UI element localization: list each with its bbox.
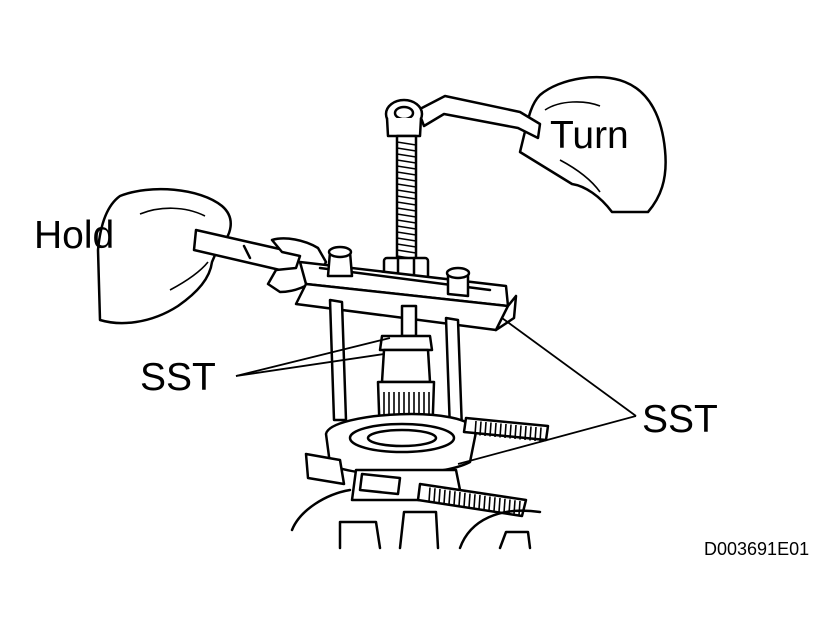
center-screw-drawing <box>382 134 430 286</box>
figure-code: D003691E01 <box>704 539 810 559</box>
right-hand-drawing <box>518 75 667 214</box>
left-hand-drawing <box>96 187 232 325</box>
bearing-plate-drawing <box>304 412 550 518</box>
housing-drawing <box>290 488 542 550</box>
turn-label: Turn <box>550 114 629 157</box>
hold-label: Hold <box>34 214 115 257</box>
sst-label-left: SST <box>140 356 216 399</box>
sst-label-right: SST <box>642 398 718 441</box>
leader-lines <box>235 317 637 465</box>
ring-wrench-drawing <box>384 94 542 140</box>
